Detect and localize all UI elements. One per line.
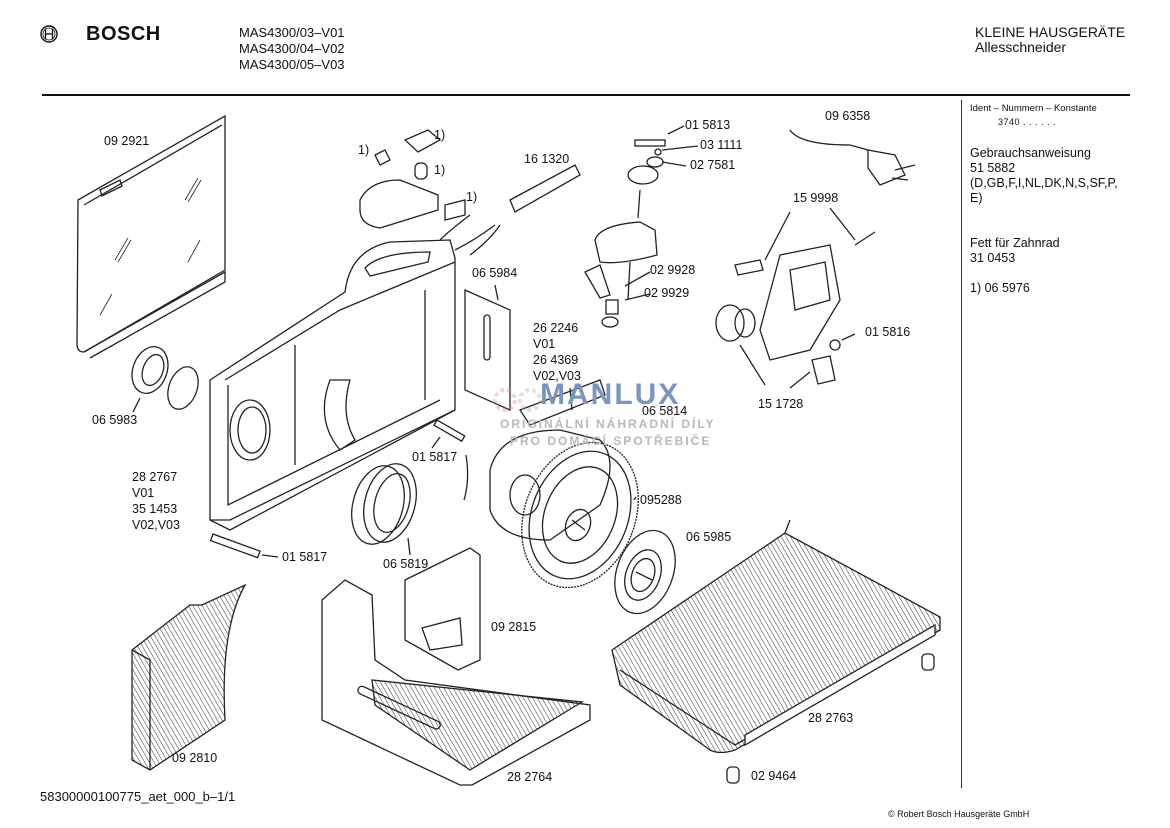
housing-part-label: 26 2246 V01 26 4369 V02,V03 bbox=[533, 320, 581, 384]
model-list: MAS4300/03–V01 MAS4300/04–V02 MAS4300/05… bbox=[239, 25, 345, 73]
part-number: 26 2246 bbox=[533, 321, 579, 335]
footnote-marker: 1) bbox=[466, 190, 478, 204]
copyright-notice: © Robert Bosch Hausgeräte GmbH bbox=[888, 809, 1030, 819]
category-block: KLEINE HAUSGERÄTE Allesschneider bbox=[975, 25, 1125, 55]
blade-housing-part bbox=[489, 379, 611, 541]
brand-name: BOSCH bbox=[86, 23, 161, 45]
part-label: 03 1111 bbox=[700, 138, 743, 152]
part-label: 02 7581 bbox=[690, 158, 736, 172]
grease-label: Fett für Zahnrad bbox=[970, 236, 1060, 250]
food-holder-part bbox=[404, 547, 481, 671]
header-divider bbox=[42, 94, 1130, 96]
part-label: 15 9998 bbox=[793, 191, 839, 205]
watermark-title: MANLUX bbox=[540, 378, 681, 411]
part-label: 06 5983 bbox=[92, 413, 138, 427]
part-label: 09 2921 bbox=[104, 134, 150, 148]
model-number: MAS4300/05–V03 bbox=[239, 57, 345, 72]
part-label: 06 5985 bbox=[686, 530, 732, 544]
model-number: MAS4300/04–V02 bbox=[239, 41, 345, 56]
footnote-marker: 1) bbox=[358, 143, 370, 157]
part-label: 09 6358 bbox=[825, 109, 871, 123]
slide-base-part bbox=[321, 579, 591, 786]
switch-parts bbox=[359, 129, 581, 256]
part-label: 09 2810 bbox=[172, 751, 218, 765]
strip-part bbox=[209, 533, 261, 559]
manual-number: 51 5882 bbox=[970, 161, 1016, 175]
part-label: 01 5813 bbox=[685, 118, 731, 132]
sidebar-notes: Ident – Nummern – Konstante 3740 . . . .… bbox=[970, 103, 1118, 296]
blade-part bbox=[521, 441, 639, 589]
variant-label: V02,V03 bbox=[533, 369, 581, 383]
glass-cover-part bbox=[76, 114, 226, 359]
motor-shaft-assembly bbox=[584, 125, 699, 328]
part-label: 28 2763 bbox=[808, 711, 854, 725]
subcategory-title: Allesschneider bbox=[975, 39, 1067, 55]
footnote-marker: 1) bbox=[434, 163, 446, 177]
food-pusher-part bbox=[131, 583, 247, 771]
foot-part bbox=[726, 766, 740, 784]
part-number: 26 4369 bbox=[533, 353, 579, 367]
manual-languages: (D,GB,F,I,NL,DK,N,S,SF,P, bbox=[970, 176, 1118, 190]
main-housing-part bbox=[209, 239, 456, 531]
part-label: 06 5819 bbox=[383, 557, 429, 571]
variant-label: V01 bbox=[533, 337, 556, 351]
carriage-tray-part bbox=[611, 519, 941, 754]
footnote: 1) 06 5976 bbox=[970, 281, 1030, 295]
variant-label: V01 bbox=[132, 486, 155, 500]
plate-part bbox=[464, 284, 511, 412]
gear-housing-part bbox=[715, 207, 876, 389]
bosch-logo-icon bbox=[40, 25, 58, 43]
part-label: 09 2815 bbox=[491, 620, 537, 634]
knob-part bbox=[131, 346, 199, 413]
part-number: 28 2767 bbox=[132, 470, 178, 484]
model-number: MAS4300/03–V01 bbox=[239, 25, 345, 40]
part-label: 06 5984 bbox=[472, 266, 518, 280]
footnote-marker: 1) bbox=[434, 128, 446, 142]
part-label: 02 9464 bbox=[751, 769, 797, 783]
part-label: 28 2764 bbox=[507, 770, 553, 784]
cover-disc-part bbox=[614, 529, 676, 615]
category-title: KLEINE HAUSGERÄTE bbox=[975, 24, 1126, 40]
document-id: 58300000100775_aet_000_b–1/1 bbox=[40, 789, 236, 804]
power-cord-part bbox=[789, 129, 916, 186]
part-label: 06 5814 bbox=[642, 404, 688, 418]
part-label: 15 1728 bbox=[758, 397, 804, 411]
grease-number: 31 0453 bbox=[970, 251, 1016, 265]
part-label: 01 5816 bbox=[865, 325, 911, 339]
part-label: 16 1320 bbox=[524, 152, 570, 166]
part-label: 01 5817 bbox=[282, 550, 328, 564]
watermark-line-2: PRO DOMÁCÍ SPOTŘEBIČE bbox=[510, 434, 712, 448]
variant-label: V02,V03 bbox=[132, 518, 180, 532]
watermark-line-1: ORIGINÁLNÍ NÁHRADNÍ DÍLY bbox=[500, 417, 716, 431]
part-number: 35 1453 bbox=[132, 502, 178, 516]
ident-heading: Ident – Nummern – Konstante bbox=[970, 103, 1097, 114]
part-label: 01 5817 bbox=[412, 450, 458, 464]
manual-languages-cont: E) bbox=[970, 191, 983, 205]
base-part-label: 28 2767 V01 35 1453 V02,V03 bbox=[132, 469, 180, 533]
sidebar-divider bbox=[961, 100, 962, 788]
ident-value: 3740 . . . . . . bbox=[998, 117, 1057, 127]
manual-label: Gebrauchsanweisung bbox=[970, 146, 1091, 160]
watermark-gear-icon bbox=[493, 388, 542, 412]
drum-part bbox=[351, 463, 417, 556]
part-label: 095288 bbox=[640, 493, 682, 507]
part-label: 02 9928 bbox=[650, 263, 696, 277]
part-label: 02 9929 bbox=[644, 286, 690, 300]
